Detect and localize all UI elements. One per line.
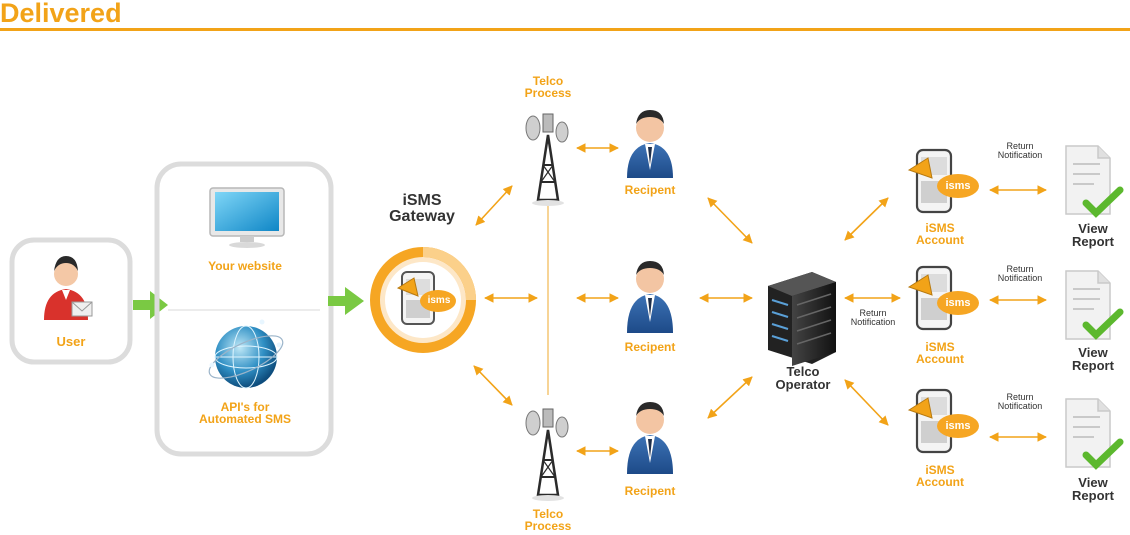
view-report-line2: Report <box>1072 358 1114 373</box>
view-report-label: View Report <box>1058 476 1128 502</box>
telco-operator-line2: Operator <box>775 377 831 392</box>
recipient-icon <box>627 402 673 474</box>
telco-operator-line1: Telco <box>786 364 820 379</box>
telco-tower-icon <box>525 408 569 501</box>
view-report-label: View Report <box>1058 346 1128 372</box>
recipient-icon <box>627 110 673 178</box>
telco-operator-label: Telco Operator <box>758 365 848 391</box>
telco-process-top-line1: Telco <box>532 74 564 88</box>
view-report-line2: Report <box>1072 234 1114 249</box>
view-report-line2: Report <box>1072 488 1114 503</box>
return-notification-line2: Notification <box>997 150 1043 161</box>
return-notification-middle-line1: Return <box>859 308 887 318</box>
return-notification-label: Return Notification <box>985 264 1055 284</box>
report-document-icon <box>1065 270 1124 340</box>
telco-tower-icon <box>525 113 569 206</box>
user-label: User <box>56 334 86 349</box>
telco-process-bottom-line2: Process <box>524 519 572 533</box>
account-label-line1: iSMS <box>925 340 955 354</box>
view-report-label: View Report <box>1058 222 1128 248</box>
account-label: iSMS Account <box>900 464 980 488</box>
check-icon <box>1082 308 1124 340</box>
globe-icon <box>208 319 284 389</box>
telco-process-top-label: Telco Process <box>508 75 588 99</box>
account-badge: isms <box>945 297 971 309</box>
monitor-icon <box>209 187 285 248</box>
check-icon <box>1082 438 1124 470</box>
account-badge: isms <box>945 420 971 432</box>
user-panel <box>9 237 133 365</box>
account-label: iSMS Account <box>900 222 980 246</box>
check-icon <box>1082 186 1124 218</box>
view-report-line1: View <box>1078 475 1108 490</box>
recipient-label: Recipent <box>624 484 676 498</box>
green-arrow-icon <box>133 291 168 319</box>
recipient-icon <box>627 261 673 333</box>
gateway-badge: isms <box>427 295 451 306</box>
return-notification-label: Return Notification <box>985 392 1055 412</box>
user-icon <box>44 256 93 320</box>
api-label-line2: Automated SMS <box>198 412 291 426</box>
gateway-label-line1: iSMS <box>402 192 442 209</box>
isms-account-icon <box>907 388 979 454</box>
account-label-line2: Account <box>916 352 964 366</box>
gateway-label-line2: Gateway <box>389 208 455 225</box>
return-notification-line1: Return <box>1006 141 1034 151</box>
recipient-label: Recipent <box>624 183 676 197</box>
telco-process-top-line2: Process <box>524 86 572 100</box>
return-notification-label: Return Notification <box>985 141 1055 161</box>
view-report-line1: View <box>1078 221 1108 236</box>
return-notification-middle-label: Return Notification <box>838 308 908 328</box>
account-label: iSMS Account <box>900 341 980 365</box>
report-document-icon <box>1065 398 1124 470</box>
api-label-line1: API's for <box>220 400 270 414</box>
report-document-icon <box>1065 145 1124 218</box>
sources-panel <box>154 161 334 457</box>
account-label-line2: Account <box>916 233 964 247</box>
gateway-icon <box>370 247 476 353</box>
recipient-label: Recipent <box>624 340 676 354</box>
return-notification-middle-line2: Notification <box>850 317 896 328</box>
page-title: Delivered <box>0 0 1130 31</box>
api-label: API's for Automated SMS <box>170 401 320 425</box>
website-label: Your website <box>208 259 282 273</box>
isms-account-icon <box>907 148 979 214</box>
isms-account-icon <box>907 265 979 331</box>
server-icon <box>768 272 836 366</box>
return-notification-line1: Return <box>1006 392 1034 402</box>
view-report-line1: View <box>1078 345 1108 360</box>
return-notification-line2: Notification <box>997 401 1043 412</box>
return-notification-line2: Notification <box>997 273 1043 284</box>
return-notification-line1: Return <box>1006 264 1034 274</box>
telco-process-bottom-line1: Telco <box>532 507 564 521</box>
account-label-line1: iSMS <box>925 463 955 477</box>
account-badge: isms <box>945 180 971 192</box>
account-label-line1: iSMS <box>925 221 955 235</box>
account-label-line2: Account <box>916 475 964 489</box>
telco-process-bottom-label: Telco Process <box>508 508 588 532</box>
green-arrow-icon <box>328 287 364 315</box>
gateway-label: iSMS Gateway <box>376 193 468 225</box>
